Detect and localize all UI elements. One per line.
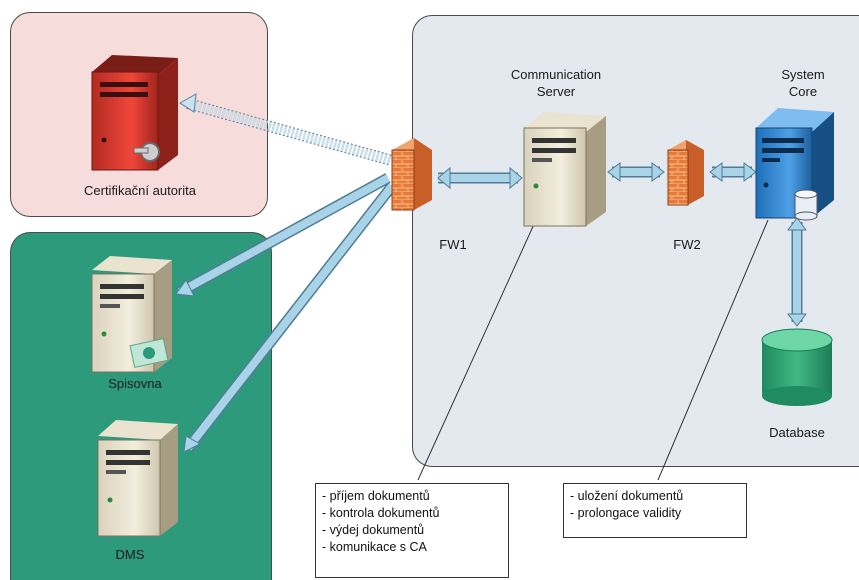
spisovna-server-icon — [91, 256, 172, 373]
note-line: - kontrola dokumentů — [322, 506, 440, 520]
arrowhead — [743, 162, 757, 182]
label-fw1: FW1 — [439, 237, 467, 252]
label-communication-server: Communication Server — [510, 67, 602, 99]
arrowhead — [651, 162, 665, 182]
note-communication-server: - příjem dokumentů - kontrola dokumentů … — [315, 483, 509, 578]
arrowhead — [709, 162, 723, 182]
arrowhead — [787, 313, 807, 327]
arrow-fw1-dms — [183, 182, 397, 452]
note-line-comm — [417, 221, 536, 481]
label-system-core: System Core — [781, 67, 825, 99]
note-system-core: - uložení dokumentů - prolongace validit… — [563, 483, 747, 538]
arrow-fw1-spisovna — [177, 173, 391, 297]
label-fw2: FW2 — [673, 237, 701, 252]
note-line: - příjem dokumentů — [322, 489, 430, 503]
key-icon — [133, 142, 160, 162]
arrowhead — [179, 93, 197, 113]
arrowhead — [607, 162, 621, 182]
firewall-fw2-icon — [667, 140, 704, 206]
note-line: - prolongace validity — [570, 506, 682, 520]
communication-server-icon — [523, 112, 606, 227]
arrowhead — [437, 166, 451, 190]
dms-server-icon — [97, 420, 178, 537]
note-line: - uložení dokumentů — [570, 489, 684, 503]
arrowhead — [183, 435, 202, 453]
connector-arrows — [175, 93, 807, 453]
note-line: - výdej dokumentů — [322, 523, 425, 537]
arrowhead — [787, 217, 807, 231]
note-line: - komunikace s CA — [322, 540, 427, 554]
arrowhead — [175, 279, 195, 297]
label-spisovna: Spisovna — [108, 376, 162, 391]
firewall-fw1-icon — [391, 138, 432, 211]
arrow-ca-fw1 — [184, 97, 392, 166]
note-line-core — [657, 219, 769, 481]
label-dms: DMS — [115, 547, 145, 562]
database-icon — [761, 328, 833, 406]
label-ca: Certifikační autorita — [84, 183, 196, 198]
mini-database-icon — [794, 189, 818, 221]
arrowhead — [509, 166, 523, 190]
label-database: Database — [769, 425, 825, 440]
ca-server-icon — [91, 55, 178, 171]
